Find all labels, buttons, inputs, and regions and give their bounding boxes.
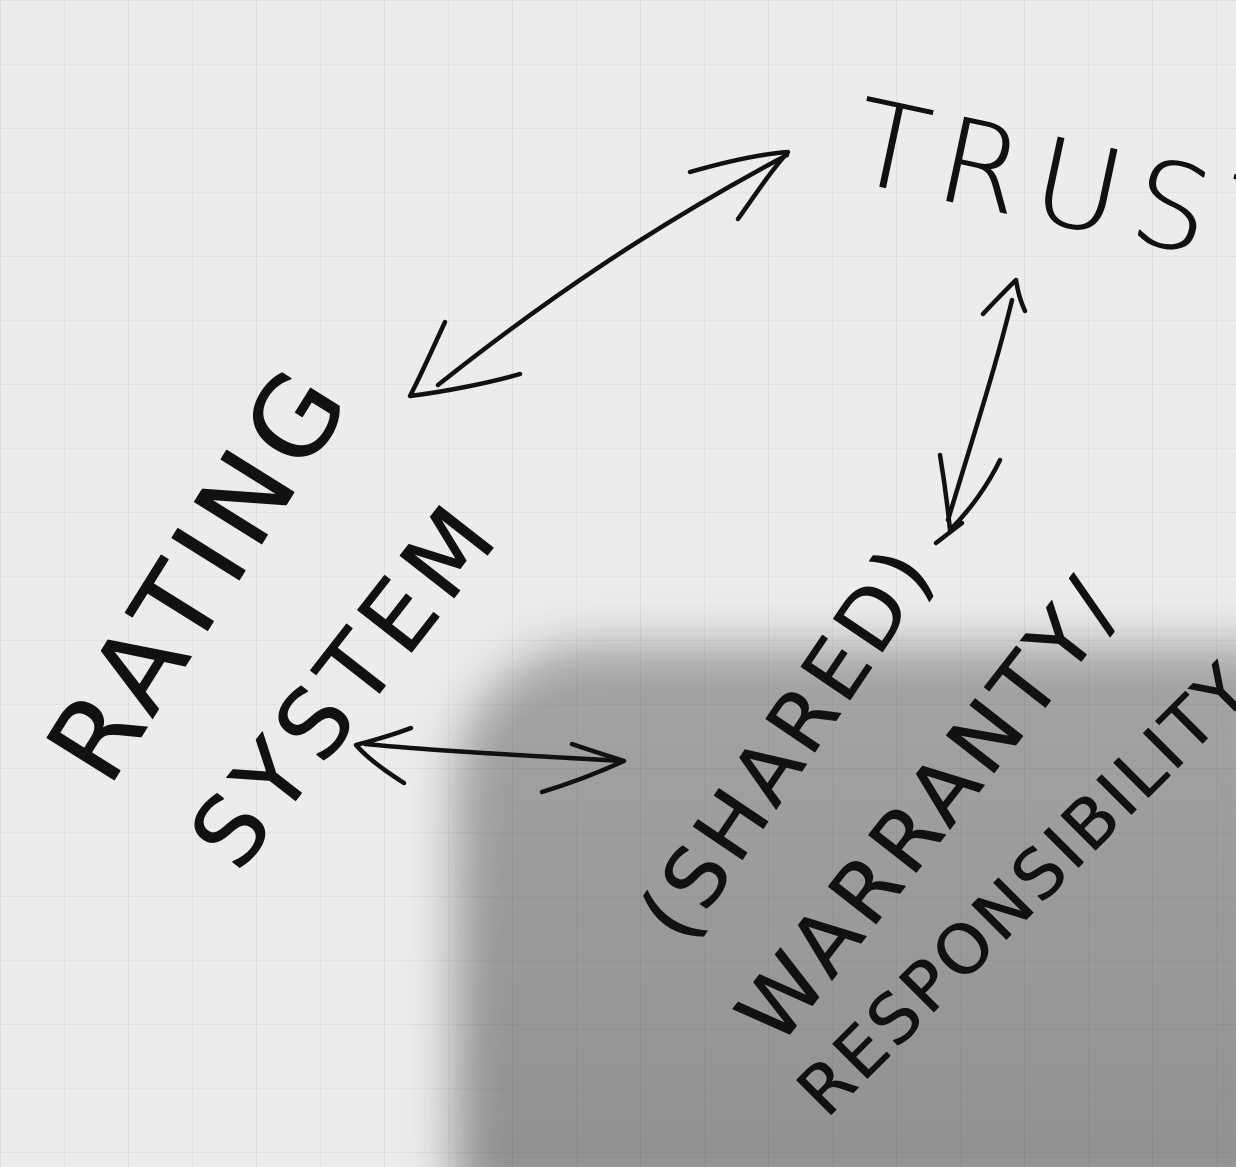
trust-warranty-arrow-line xyxy=(945,297,1015,523)
trust-warranty-arrow-head-bottom xyxy=(937,452,1003,533)
rating-trust-arrow-head-top xyxy=(687,149,791,222)
rating-trust-arrow-line xyxy=(435,152,790,388)
rating-warranty-arrow-head-left xyxy=(353,725,414,786)
trust-warranty-arrow-head-top xyxy=(980,277,1028,317)
paper-shadow xyxy=(455,645,1236,1167)
rating-warranty-arrow-head-right xyxy=(539,741,627,795)
rating-warranty-arrow-line xyxy=(362,741,625,764)
rating-trust-arrow-head-bottom xyxy=(407,319,523,399)
trust-warranty-arrow-tail-mark xyxy=(933,520,965,546)
